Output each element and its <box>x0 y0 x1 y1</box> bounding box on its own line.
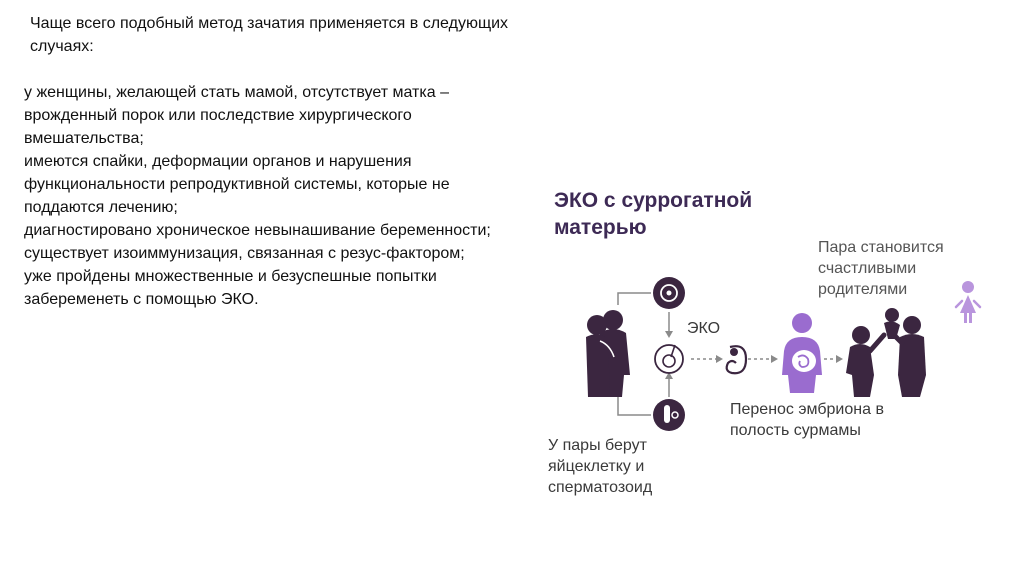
arrow-head-right <box>836 355 843 363</box>
surrogate-mother-icon <box>782 313 822 393</box>
arrow-head-right <box>771 355 778 363</box>
line-to-egg <box>617 292 651 305</box>
arrow-heads <box>665 331 843 379</box>
sperm-tube-icon <box>653 399 685 431</box>
intro-text: Чаще всего подобный метод зачатия примен… <box>30 15 509 55</box>
ivf-icon <box>654 344 684 374</box>
case-item: существует изоиммунизация, связанная с р… <box>24 245 465 262</box>
arrow-head-down <box>665 331 673 338</box>
child-girl-icon <box>954 281 982 323</box>
label-cells-taken: У пары берут яйцеклетку и сперматозоид <box>548 437 653 496</box>
family-icon <box>846 308 926 397</box>
couple-icon <box>586 310 630 397</box>
label-happy-parents: Пара становится счастливыми родителями <box>818 239 944 298</box>
label-embryo-transfer: Перенос эмбриона в полость сурмамы <box>730 401 884 439</box>
surrogacy-diagram: ЭКО с суррогатной матерью <box>540 175 1010 505</box>
spacer <box>24 58 514 81</box>
egg-cell-icon <box>653 277 685 309</box>
case-item: уже пройдены множественные и безуспешные… <box>24 268 437 308</box>
case-item: у женщины, желающей стать мамой, отсутст… <box>24 84 449 147</box>
case-item: имеются спайки, деформации органов и нар… <box>24 153 450 216</box>
label-eko: ЭКО <box>687 320 721 337</box>
arrow-head-right <box>716 355 723 363</box>
diagram-graphics <box>586 277 982 431</box>
case-item: диагностировано хроническое невынашивани… <box>24 222 491 239</box>
text-block: Чаще всего подобный метод зачатия примен… <box>24 12 514 311</box>
diagram-title: ЭКО с суррогатной матерью <box>554 189 753 239</box>
embryo-icon <box>725 345 748 375</box>
arrow-head-up <box>665 372 673 379</box>
